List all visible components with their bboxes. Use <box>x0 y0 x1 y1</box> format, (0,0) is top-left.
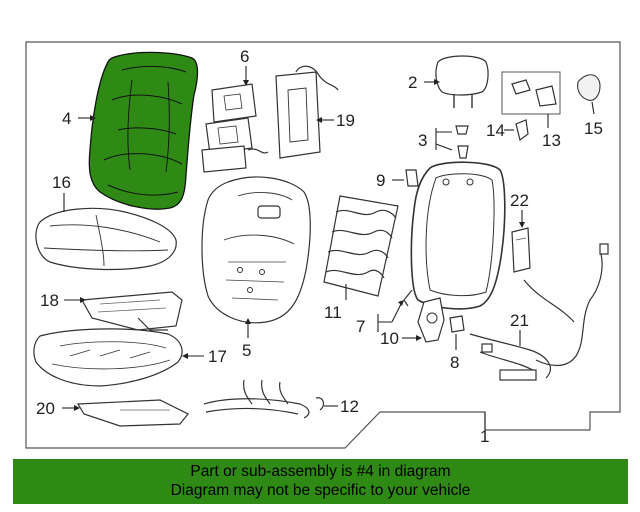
leader-3 <box>435 131 453 151</box>
callout-11: 11 <box>324 303 342 322</box>
leader-7 <box>377 314 392 332</box>
part-20-cushion-panel[interactable] <box>76 399 189 427</box>
part-6-back-heater[interactable] <box>201 83 269 173</box>
part-13-trim-kit[interactable] <box>501 71 561 115</box>
callout-3: 3 <box>418 131 427 150</box>
part-3-headrest-guides[interactable] <box>455 125 469 159</box>
part-21-harness[interactable] <box>469 243 609 381</box>
callout-16: 16 <box>52 173 71 192</box>
callout-2: 2 <box>408 73 417 92</box>
callout-18: 18 <box>40 291 59 310</box>
part-10-recliner[interactable] <box>417 297 445 343</box>
arrow-22 <box>519 222 525 228</box>
callout-1: 1 <box>480 427 489 446</box>
callout-21: 21 <box>510 311 529 330</box>
part-17-cushion-pan[interactable] <box>33 328 183 387</box>
part-5-back-frame-panel[interactable] <box>201 176 311 324</box>
part-4-seat-back-cushion[interactable] <box>88 51 199 210</box>
arrow-18 <box>80 297 86 303</box>
info-banner: Part or sub-assembly is #4 in diagram Di… <box>13 459 628 504</box>
callout-17: 17 <box>208 347 227 366</box>
leader-15 <box>591 101 595 115</box>
part-8-bracket[interactable] <box>449 315 465 333</box>
arrow-4 <box>90 115 96 121</box>
part-18-heater-pad[interactable] <box>81 291 183 331</box>
callout-19: 19 <box>336 111 355 130</box>
leader-7b <box>391 301 403 323</box>
callout-22: 22 <box>510 191 529 210</box>
arrow-6 <box>243 80 249 86</box>
arrow-2 <box>434 79 440 85</box>
part-15-lever[interactable] <box>577 74 601 101</box>
part-11-spring-mat[interactable] <box>323 195 399 297</box>
part-9-clip[interactable] <box>405 169 419 187</box>
callout-6: 6 <box>240 47 249 66</box>
banner-line-2: Diagram may not be specific to your vehi… <box>170 482 471 499</box>
callout-12: 12 <box>340 397 359 416</box>
callout-8: 8 <box>450 353 459 372</box>
callout-15: 15 <box>584 119 603 138</box>
arrow-17 <box>182 353 188 359</box>
callout-4: 4 <box>62 109 71 128</box>
callout-20: 20 <box>36 399 55 418</box>
arrow-20 <box>74 405 80 411</box>
part-2-headrest[interactable] <box>435 55 489 108</box>
arrow-5 <box>245 318 251 324</box>
banner-line-1: Part or sub-assembly is #4 in diagram <box>190 463 451 480</box>
callout-9: 9 <box>376 171 385 190</box>
arrow-10 <box>416 335 422 341</box>
part-16-seat-cushion[interactable] <box>35 207 177 271</box>
callout-7: 7 <box>356 317 365 336</box>
callout-14: 14 <box>486 121 505 140</box>
callout-5: 5 <box>242 341 251 360</box>
callout-10: 10 <box>380 329 399 348</box>
part-12-cushion-wires[interactable] <box>203 379 325 419</box>
callout-13: 13 <box>542 131 561 150</box>
part-19-back-panel[interactable] <box>275 65 339 159</box>
part-14-fastener[interactable] <box>515 119 529 142</box>
arrow-19 <box>316 117 322 123</box>
part-22-airbag[interactable] <box>511 227 531 273</box>
